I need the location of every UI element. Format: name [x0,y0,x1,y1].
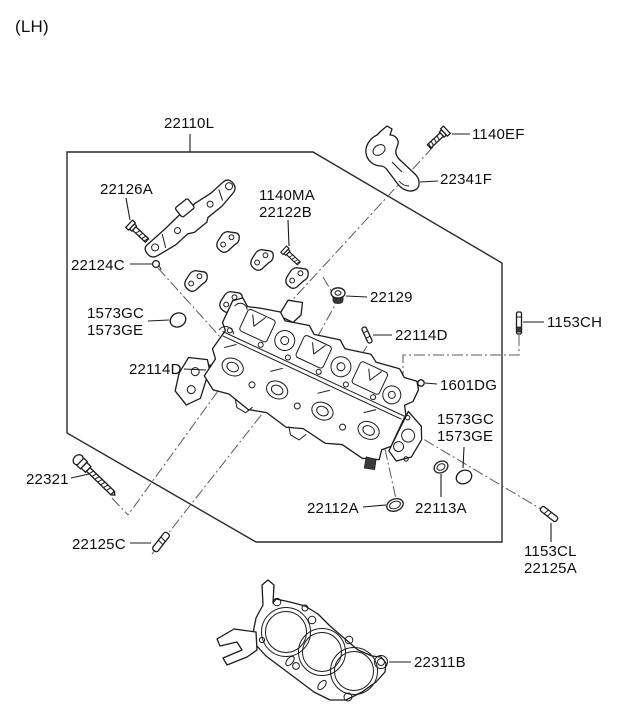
callout-grommet: 22129 [370,289,413,306]
callout-hanger-bolt: 1140EF [472,126,525,143]
callout-head-gasket: 22311B [414,654,466,671]
leader-lines [70,133,552,663]
callout-dowel-right: 22114D [395,327,448,344]
side-marker: (LH) [15,17,49,36]
callout-line-2: 1573GE [437,428,494,445]
callout-oring: 22112A [307,500,359,517]
stud-1153CH [515,311,523,335]
callout-stud-lower-left: 22125C [72,536,126,553]
callout-stud-right: 1153CH [547,314,603,331]
plug-1601DG [417,379,425,387]
bearing-cap [211,225,244,256]
bearing-cap [280,261,313,292]
callout-plug-code: 1601DG [440,377,498,394]
callout-line-2: 22125A [524,560,577,577]
oring [386,498,404,512]
hanger-bolt-upper [280,245,303,268]
hanger-bolt [424,125,451,151]
callout-line-1: 1573GC [437,411,495,428]
callout-head-subassembly: 22110L [164,115,215,132]
cup-plug-right [455,469,473,485]
callout-seal-cap: 22113A [415,500,467,517]
callout-long-stud: 22321 [26,471,69,488]
bearing-cap [245,243,278,274]
long-stud-22321 [72,454,116,496]
head-gasket-drawing [216,579,388,702]
callout-line-2: 22122B [259,204,312,221]
camshaft-cap-strip [144,179,236,258]
camshaft-cap-bolt [125,219,152,245]
bearing-cap [179,264,212,295]
callout-hanger-bolt-upper: 1140MA 22122B [259,187,315,221]
callout-stud-lower-right: 1153CL 22125A [524,543,577,577]
cup-plug-left [169,312,187,328]
callout-line-1: 1153CL [524,543,577,560]
stud-lower-left [152,531,170,553]
callout-camshaft-cap-bolt: 22126A [100,181,153,198]
stud-lower-right [539,505,559,523]
assembly-border-box [66,134,503,543]
callout-line-2: 1573GE [87,322,144,339]
dowel-pin-right [360,325,374,345]
engine-hanger-bracket [365,125,420,192]
small-pin [151,259,162,271]
callout-small-pin: 22124C [71,257,125,274]
grommet [330,287,346,304]
callout-dowel-left: 22114D [129,361,182,378]
seal-cap [433,460,449,474]
callout-line-1: 1140MA [259,187,315,204]
callout-cup-plug-right: 1573GC 1573GE [437,411,494,445]
callout-cup-plug-left: 1573GC 1573GE [87,305,144,339]
callout-engine-hanger: 22341F [440,171,493,188]
callout-line-1: 1573GC [87,305,145,322]
